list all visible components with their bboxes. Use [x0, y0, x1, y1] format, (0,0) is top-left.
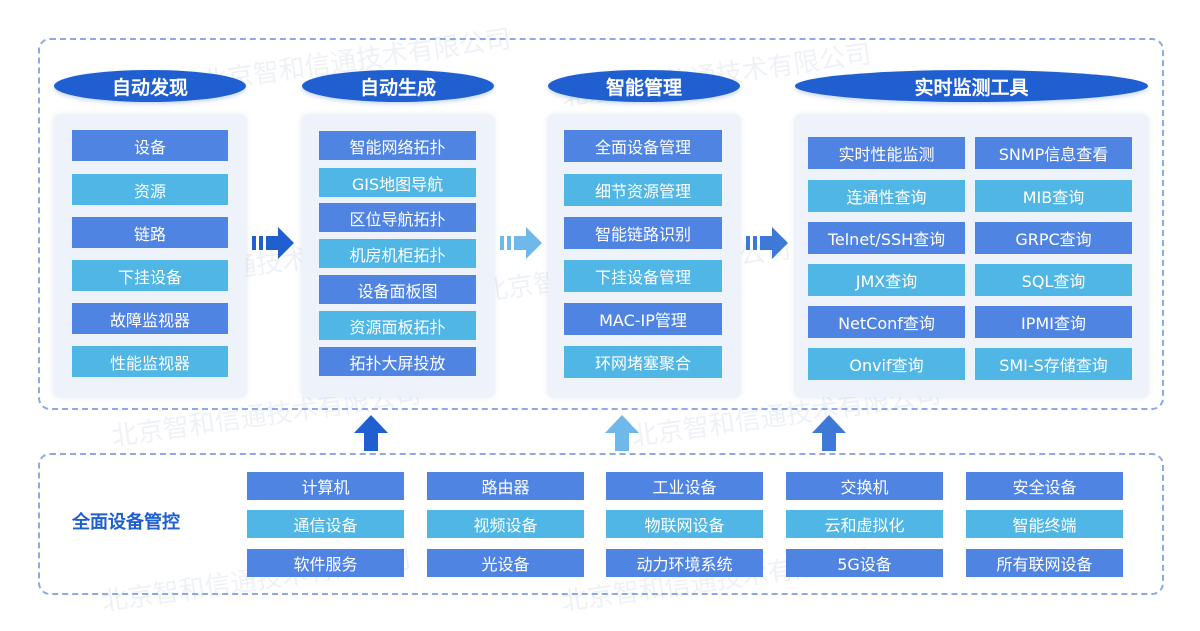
- generation-item[interactable]: 设备面板图: [319, 275, 476, 304]
- tool-item[interactable]: IPMI查询: [975, 306, 1132, 338]
- tool-item[interactable]: 连通性查询: [808, 180, 965, 212]
- device-item[interactable]: 物联网设备: [606, 510, 763, 538]
- management-item[interactable]: 细节资源管理: [564, 174, 722, 206]
- device-item[interactable]: 软件服务: [247, 549, 404, 577]
- device-item[interactable]: 智能终端: [966, 510, 1123, 538]
- device-item[interactable]: 路由器: [427, 472, 584, 500]
- discovery-item[interactable]: 故障监视器: [72, 303, 228, 334]
- device-item[interactable]: 计算机: [247, 472, 404, 500]
- management-item[interactable]: MAC-IP管理: [564, 303, 722, 335]
- right-arrow-icon: [252, 227, 294, 259]
- tool-item[interactable]: Onvif查询: [808, 348, 965, 380]
- device-item[interactable]: 工业设备: [606, 472, 763, 500]
- up-arrow-icon: [812, 415, 846, 451]
- tool-item[interactable]: GRPC查询: [975, 222, 1132, 254]
- tool-item[interactable]: JMX查询: [808, 264, 965, 296]
- header-auto-discovery: 自动发现: [54, 70, 246, 102]
- right-arrow-icon: [500, 227, 542, 259]
- device-item[interactable]: 5G设备: [786, 549, 943, 577]
- device-item[interactable]: 交换机: [786, 472, 943, 500]
- discovery-item[interactable]: 性能监视器: [72, 346, 228, 377]
- right-arrow-icon: [746, 227, 788, 259]
- tool-item[interactable]: SMI-S存储查询: [975, 348, 1132, 380]
- device-item[interactable]: 通信设备: [247, 510, 404, 538]
- tool-item[interactable]: SNMP信息查看: [975, 137, 1132, 169]
- management-item[interactable]: 环网堵塞聚合: [564, 346, 722, 378]
- generation-item[interactable]: 智能网络拓扑: [319, 131, 476, 160]
- device-item[interactable]: 所有联网设备: [966, 549, 1123, 577]
- device-item[interactable]: 光设备: [427, 549, 584, 577]
- generation-item[interactable]: GIS地图导航: [319, 168, 476, 197]
- device-item[interactable]: 视频设备: [427, 510, 584, 538]
- header-smart-management: 智能管理: [548, 70, 740, 102]
- device-item[interactable]: 动力环境系统: [606, 549, 763, 577]
- device-control-title: 全面设备管控: [72, 512, 180, 533]
- discovery-item[interactable]: 链路: [72, 217, 228, 248]
- device-control-frame: [38, 453, 1164, 595]
- device-item[interactable]: 云和虚拟化: [786, 510, 943, 538]
- management-item[interactable]: 下挂设备管理: [564, 260, 722, 292]
- up-arrow-icon: [605, 415, 639, 451]
- tool-item[interactable]: NetConf查询: [808, 306, 965, 338]
- discovery-item[interactable]: 下挂设备: [72, 260, 228, 291]
- header-auto-generation: 自动生成: [302, 70, 494, 102]
- discovery-item[interactable]: 设备: [72, 130, 228, 161]
- header-realtime-tools: 实时监测工具: [795, 70, 1148, 102]
- device-item[interactable]: 安全设备: [966, 472, 1123, 500]
- generation-item[interactable]: 资源面板拓扑: [319, 311, 476, 340]
- up-arrow-icon: [354, 415, 388, 451]
- generation-item[interactable]: 机房机柜拓扑: [319, 239, 476, 268]
- generation-item[interactable]: 拓扑大屏投放: [319, 347, 476, 376]
- tool-item[interactable]: Telnet/SSH查询: [808, 222, 965, 254]
- generation-item[interactable]: 区位导航拓扑: [319, 203, 476, 232]
- management-item[interactable]: 智能链路识别: [564, 217, 722, 249]
- capabilities-frame: [38, 38, 1164, 410]
- tool-item[interactable]: SQL查询: [975, 264, 1132, 296]
- management-item[interactable]: 全面设备管理: [564, 130, 722, 162]
- tool-item[interactable]: MIB查询: [975, 180, 1132, 212]
- discovery-item[interactable]: 资源: [72, 174, 228, 205]
- tool-item[interactable]: 实时性能监测: [808, 137, 965, 169]
